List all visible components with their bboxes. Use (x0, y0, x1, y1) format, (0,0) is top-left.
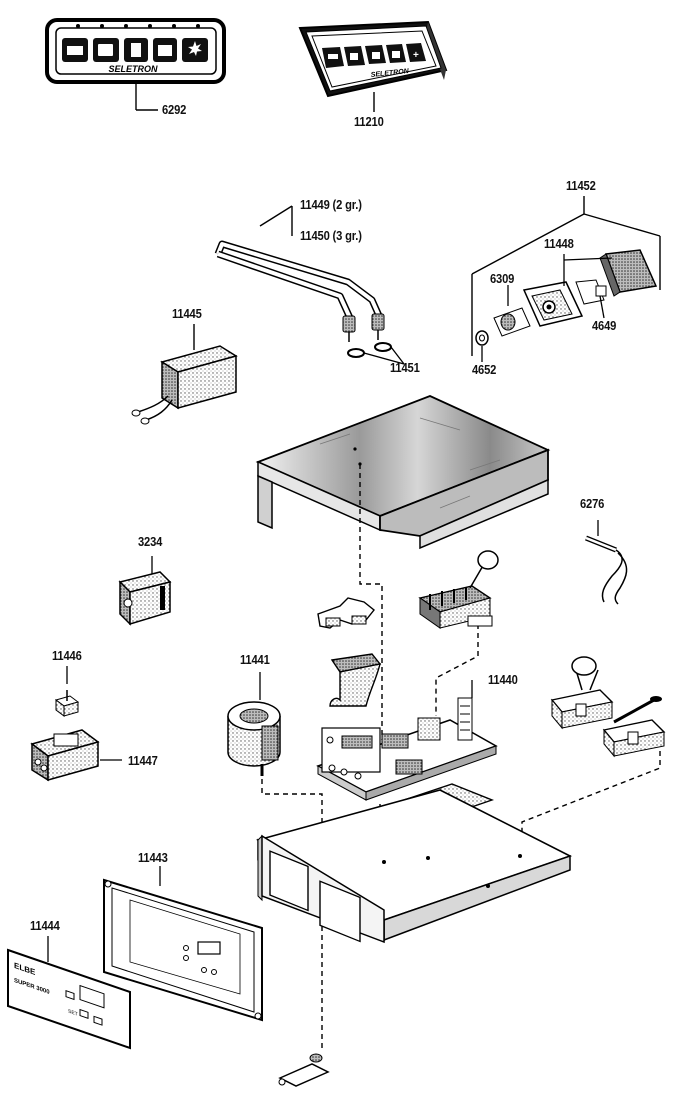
label-11452: 11452 (566, 178, 596, 193)
label-11448: 11448 (544, 236, 574, 251)
circuit-board-11440 (316, 680, 498, 801)
label-3234: 3234 (138, 534, 163, 549)
terminal-blocks (550, 656, 666, 758)
assembly-11452 (471, 196, 661, 362)
heating-element-11449 (214, 205, 385, 342)
label-11444: 11444 (30, 918, 60, 933)
label-11446: 11446 (52, 648, 82, 663)
label-6309: 6309 (490, 271, 515, 286)
label-11440: 11440 (488, 672, 518, 687)
top-cover (255, 395, 551, 550)
duct-piece (329, 653, 382, 707)
heatsink-component (418, 550, 499, 629)
svg-text:+: + (413, 50, 419, 61)
label-11449: 11449 (2 gr.) (300, 197, 362, 212)
o-rings-11451 (347, 342, 405, 365)
front-foil-11444: ELBE SUPER 3000 SET (7, 936, 131, 1050)
label-11441: 11441 (240, 652, 270, 667)
component-11447 (30, 729, 122, 782)
component-11446 (54, 666, 80, 717)
control-panel-11210: + SELETRON (298, 20, 448, 112)
label-11451: 11451 (390, 360, 420, 375)
front-panel-11443 (103, 866, 263, 1022)
label-11210: 11210 (354, 114, 384, 129)
label-11450: 11450 (3 gr.) (300, 228, 362, 243)
bottom-clip (278, 1053, 330, 1087)
terminal-bracket (317, 597, 375, 629)
relay-3234 (118, 556, 172, 626)
foil-label-set: SET (68, 1009, 79, 1018)
sensor-6276 (585, 520, 628, 605)
label-11445: 11445 (172, 306, 202, 321)
panel-brand-11210: SELETRON (370, 68, 410, 79)
label-11447: 11447 (128, 753, 158, 768)
label-4652: 4652 (472, 362, 497, 377)
label-6292: 6292 (162, 102, 187, 117)
label-11443: 11443 (138, 850, 168, 865)
base-chassis (256, 789, 573, 944)
label-6276: 6276 (580, 496, 605, 511)
component-11445 (131, 324, 238, 425)
label-4649: 4649 (592, 318, 617, 333)
panel-brand-6292: SELETRON (108, 64, 158, 74)
control-panel-6292: SELETRON (45, 18, 226, 111)
coil-11441 (227, 672, 281, 776)
